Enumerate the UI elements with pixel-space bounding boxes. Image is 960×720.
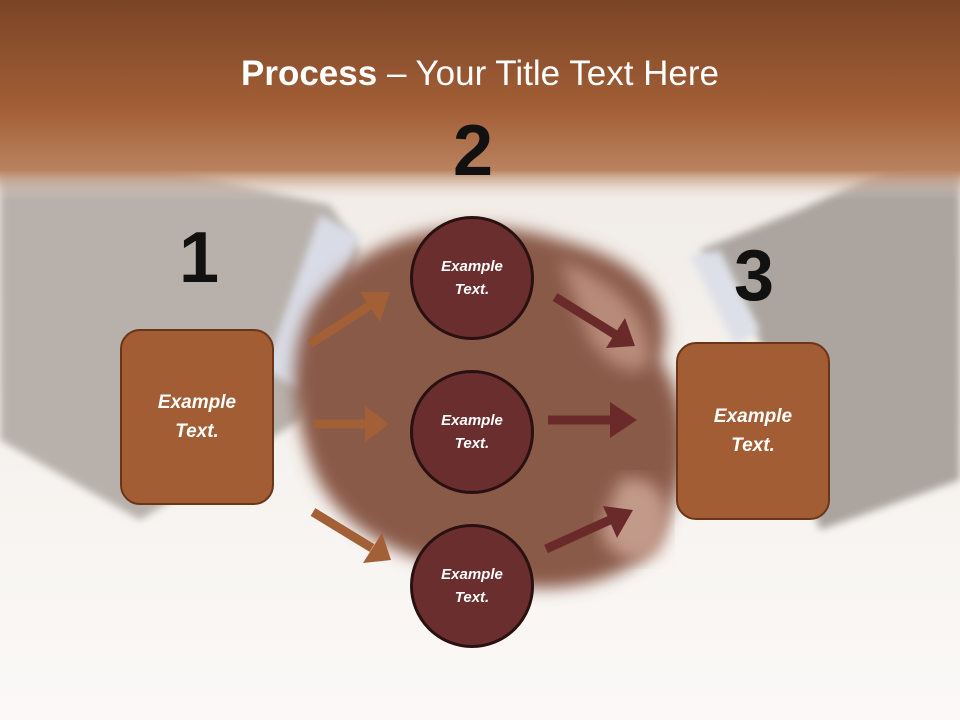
title-bold-word: Process <box>241 54 378 93</box>
step-3-label: Example Text. <box>713 406 793 456</box>
step-2-circle-top: Example Text. <box>410 216 534 340</box>
step-2-circle-bottom-label: Example Text. <box>441 566 503 606</box>
step-2-circle-middle-label: Example Text. <box>441 412 503 452</box>
step-3-box: Example Text. <box>676 342 830 520</box>
step-2-circle-bottom: Example Text. <box>410 524 534 648</box>
step-number-1: 1 <box>178 218 220 298</box>
slide-title: Process – Your Title Text Here <box>0 52 960 96</box>
step-1-label: Example Text. <box>157 392 237 442</box>
step-2-circle-middle: Example Text. <box>410 370 534 494</box>
step-2-circle-top-label: Example Text. <box>441 258 503 298</box>
title-rest: – Your Title Text Here <box>377 54 719 93</box>
step-number-2: 2 <box>452 111 494 191</box>
step-1-box: Example Text. <box>120 329 274 505</box>
step-number-3: 3 <box>733 236 775 316</box>
